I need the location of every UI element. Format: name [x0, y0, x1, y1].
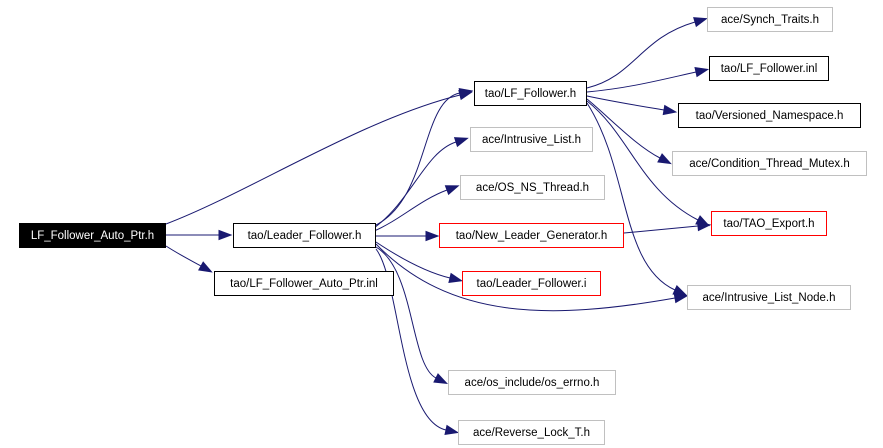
- node-tao-leader-follower-i[interactable]: tao/Leader_Follower.i: [462, 271, 601, 296]
- edge-line: [586, 98, 661, 159]
- arrowhead-icon: [425, 230, 440, 242]
- edge-line: [373, 141, 457, 229]
- node-tao-versioned-namespace-h[interactable]: tao/Versioned_Namespace.h: [678, 103, 861, 128]
- edge-leader-follower-to-intrusive-list-node: [375, 243, 689, 312]
- arrowhead-icon: [453, 137, 469, 148]
- node-ace-intrusive-list-h: ace/Intrusive_List.h: [470, 127, 593, 152]
- arrowhead-icon: [218, 229, 233, 241]
- edge-line: [375, 246, 437, 379]
- edge-line: [586, 71, 697, 93]
- node-tao-lf-follower-h[interactable]: tao/LF_Follower.h: [474, 81, 587, 106]
- edge-line: [586, 102, 676, 291]
- node-tao-leader-follower-h[interactable]: tao/Leader_Follower.h: [233, 223, 376, 248]
- edge-root-to-leader-follower: [166, 229, 233, 241]
- node-ace-synch-traits-h: ace/Synch_Traits.h: [707, 7, 833, 32]
- edge-root-to-auto-ptr-inl: [165, 245, 213, 273]
- node-lf-follower-auto-ptr-h: LF_Follower_Auto_Ptr.h: [19, 223, 166, 248]
- arrowhead-icon: [693, 17, 708, 28]
- node-ace-condition-thread-mutex-h: ace/Condition_Thread_Mutex.h: [672, 151, 867, 176]
- node-ace-intrusive-list-node-h: ace/Intrusive_List_Node.h: [687, 285, 851, 310]
- edge-line: [586, 95, 665, 111]
- edge-lf-follower-to-lf-follower-inl: [586, 67, 710, 93]
- edge-lf-follower-to-versioned-ns: [586, 95, 678, 116]
- edge-lf-follower-to-cond-mutex: [586, 98, 672, 165]
- edge-line: [373, 189, 448, 232]
- edge-leader-follower-to-leader-follower-i: [375, 241, 464, 283]
- edge-leader-follower-to-intrusive-list: [373, 137, 469, 229]
- edge-new-leader-gen-to-tao-export: [623, 220, 712, 234]
- edge-line: [586, 100, 699, 221]
- arrowhead-icon: [198, 261, 213, 273]
- edge-line: [623, 225, 699, 234]
- node-ace-os-include-os-errno-h: ace/os_include/os_errno.h: [448, 370, 616, 395]
- edge-root-to-lf-follower: [165, 90, 474, 225]
- arrowhead-icon: [433, 373, 449, 385]
- arrowhead-icon: [444, 424, 460, 435]
- node-tao-lf-follower-auto-ptr-inl[interactable]: tao/LF_Follower_Auto_Ptr.inl: [214, 271, 394, 296]
- arrowhead-icon: [694, 67, 710, 78]
- arrowhead-icon: [657, 153, 672, 165]
- node-tao-tao-export-h[interactable]: tao/TAO_Export.h: [711, 211, 827, 236]
- node-tao-lf-follower-inl[interactable]: tao/LF_Follower.inl: [709, 56, 829, 81]
- edge-line: [373, 92, 461, 227]
- edge-leader-follower-to-os-ns-thread: [373, 185, 460, 232]
- arrowhead-icon: [458, 87, 474, 99]
- arrowhead-icon: [673, 292, 689, 304]
- node-ace-os-ns-thread-h: ace/OS_NS_Thread.h: [460, 175, 605, 200]
- arrowhead-icon: [448, 272, 464, 283]
- edge-line: [375, 248, 447, 431]
- edge-leader-follower-to-new-leader-gen: [376, 230, 440, 242]
- node-ace-reverse-lock-t-h: ace/Reverse_Lock_T.h: [458, 420, 605, 445]
- edge-leader-follower-to-lf-follower: [373, 87, 474, 227]
- edge-line: [375, 241, 451, 279]
- edge-line: [165, 94, 461, 225]
- arrowhead-icon: [662, 104, 678, 116]
- edge-line: [165, 245, 202, 267]
- edge-lf-follower-to-synch-traits: [586, 17, 708, 89]
- edge-line: [586, 21, 696, 89]
- edge-leader-follower-to-os-errno: [375, 246, 449, 385]
- edge-leader-follower-to-reverse-lock: [375, 248, 460, 435]
- edge-line: [375, 243, 676, 312]
- node-tao-new-leader-generator-h[interactable]: tao/New_Leader_Generator.h: [439, 223, 624, 248]
- arrowhead-icon: [444, 185, 460, 196]
- arrowhead-icon: [697, 220, 712, 232]
